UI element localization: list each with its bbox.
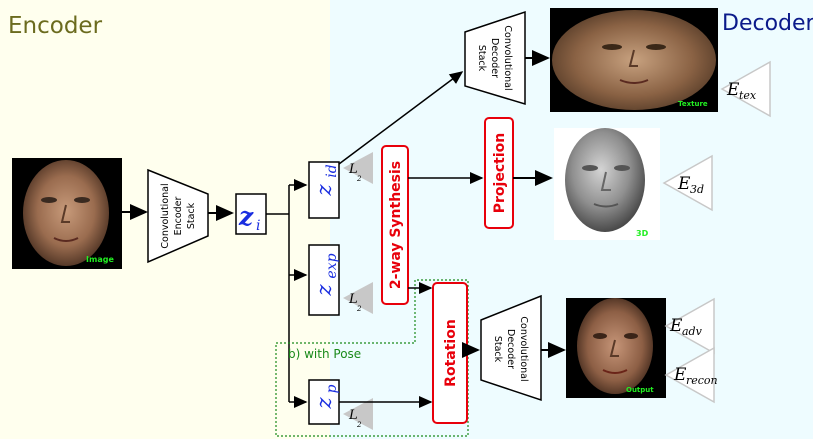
loss-adv-base: E [669, 316, 683, 336]
l2-pose-base: L [348, 408, 358, 423]
loss-3d-base: E [677, 174, 691, 194]
encoder-stack-line2: Encoder [173, 196, 184, 235]
output-image-label: Output [626, 386, 654, 394]
loss-recon: E recon [664, 346, 718, 404]
encoder-stack: Convolutional Encoder Stack [147, 168, 209, 264]
z-id-sub: id [324, 164, 340, 177]
latent-z-p: z p [308, 379, 340, 425]
latent-z-exp: z exp [308, 244, 340, 316]
latent-z-i: z i [235, 193, 267, 235]
loss-recon-base: E [673, 365, 687, 385]
rotation-label: Rotation [443, 319, 459, 387]
output-face-image: Output [566, 298, 666, 398]
l2-id-base: L [348, 162, 358, 177]
input-image-label: Image [86, 255, 114, 264]
l2-loss-id: L 2 [343, 152, 373, 184]
loss-recon-sub: recon [686, 374, 718, 387]
l2-exp-base: L [348, 292, 358, 307]
z-i-base: z [238, 202, 254, 231]
input-face-image: Image [12, 158, 122, 269]
l2-id-sub: 2 [356, 175, 362, 183]
pose-region: b) with Pose [275, 279, 469, 437]
z-exp-base: z [312, 284, 336, 297]
l2-loss-pose: L 2 [343, 398, 373, 430]
decoder-bottom-line2: Decoder [505, 329, 516, 369]
z-id-base: z [312, 184, 336, 197]
decoder-title: Decoder [722, 11, 813, 36]
pose-label: b) with Pose [288, 347, 361, 361]
loss-adv: E adv [664, 297, 715, 355]
loss-3d-sub: 3d [690, 183, 704, 196]
decoder-top-line3: Stack [476, 45, 487, 72]
synthesis-label: 2-way Synthesis [388, 161, 404, 289]
z-exp-sub: exp [324, 253, 340, 278]
decoder-bottom-line1: Convolutional [518, 316, 529, 381]
texture-image: Texture [550, 8, 718, 112]
l2-loss-exp: L 2 [343, 282, 373, 314]
decoder-stack-bottom: Convolutional Decoder Stack [480, 294, 542, 402]
loss-tex-sub: tex [739, 89, 757, 102]
z-i-sub: i [256, 218, 260, 234]
loss-adv-sub: adv [682, 325, 703, 338]
synthesis-module: 2-way Synthesis [381, 145, 409, 305]
z-p-sub: p [324, 384, 340, 393]
l2-pose-sub: 2 [356, 421, 362, 429]
rotation-module: Rotation [432, 282, 468, 424]
projection-module: Projection [484, 117, 514, 229]
latent-z-id: z id [308, 161, 340, 219]
l2-exp-sub: 2 [356, 305, 362, 313]
texture-image-label: Texture [678, 100, 708, 108]
loss-tex-base: E [726, 80, 740, 100]
encoder-title: Encoder [8, 13, 103, 39]
decoder-top-line2: Decoder [489, 38, 500, 78]
encoder-stack-line1: Convolutional [160, 183, 171, 248]
z-p-base: z [312, 397, 336, 410]
decoder-top-line1: Convolutional [502, 25, 513, 90]
shape-3d-label: 3D [636, 229, 649, 238]
decoder-bottom-line3: Stack [492, 336, 503, 363]
projection-label: Projection [492, 133, 508, 213]
shape-3d-image: 3D [554, 128, 660, 240]
loss-3d: E 3d [662, 154, 713, 212]
loss-tex: E tex [720, 60, 771, 118]
encoder-stack-line3: Stack [186, 202, 197, 229]
decoder-stack-top: Convolutional Decoder Stack [464, 10, 526, 106]
